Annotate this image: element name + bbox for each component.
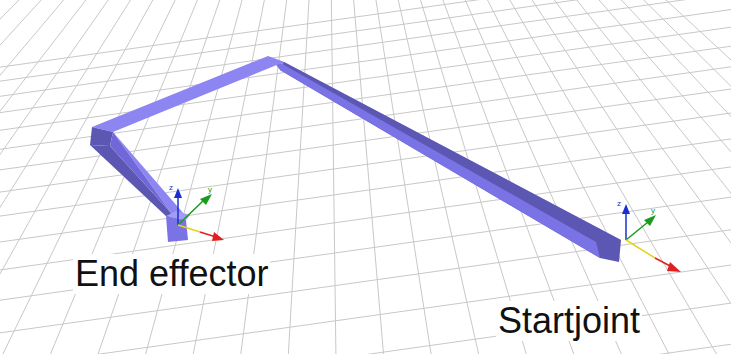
z-axis [174,188,182,198]
grid-line [482,0,672,354]
link-top [92,56,284,132]
x-axis [178,225,200,232]
end-effector-label: End effector [73,254,270,294]
grid-line [0,135,731,245]
end-cube [166,216,188,242]
link-side [90,145,172,218]
axis-label: y [651,207,655,216]
grid-line [655,0,731,354]
y-axis [644,215,656,226]
grid-line [0,0,731,70]
grid-line [240,0,288,354]
grid-line [0,0,7,354]
axis-label: y [208,186,212,195]
y-axis [626,222,648,240]
grid-line [48,0,202,354]
x-axis [667,262,681,272]
z-axis [622,204,630,214]
grid-line [331,0,336,354]
axis-label: z [617,200,621,209]
link-face [110,132,172,214]
grid-line [634,0,731,354]
grid-line [353,0,384,354]
grid-line [0,0,731,84]
grid-line [0,0,180,354]
x-axis [626,240,655,258]
link-side [90,127,113,146]
grid-line [0,340,731,354]
grid-line [0,0,50,354]
grid-line [0,193,731,303]
grid-line [374,0,432,354]
axis-label: z [169,184,173,193]
y-axis [178,200,204,225]
y-axis [200,194,212,205]
z-axis [177,196,179,225]
x-axis [212,232,224,241]
grid-line [288,0,310,354]
grid-line [0,0,72,354]
grid-line [192,0,266,354]
z-axis [625,212,627,240]
grid-line [0,5,731,115]
grid-line [0,0,115,354]
grid-line [0,0,94,354]
grid-line [0,0,29,354]
link-face [270,57,600,258]
grid-line [0,299,731,354]
grid-line [144,0,245,354]
grid-line [0,0,731,99]
startjoint-label: Startjoint [496,301,642,341]
